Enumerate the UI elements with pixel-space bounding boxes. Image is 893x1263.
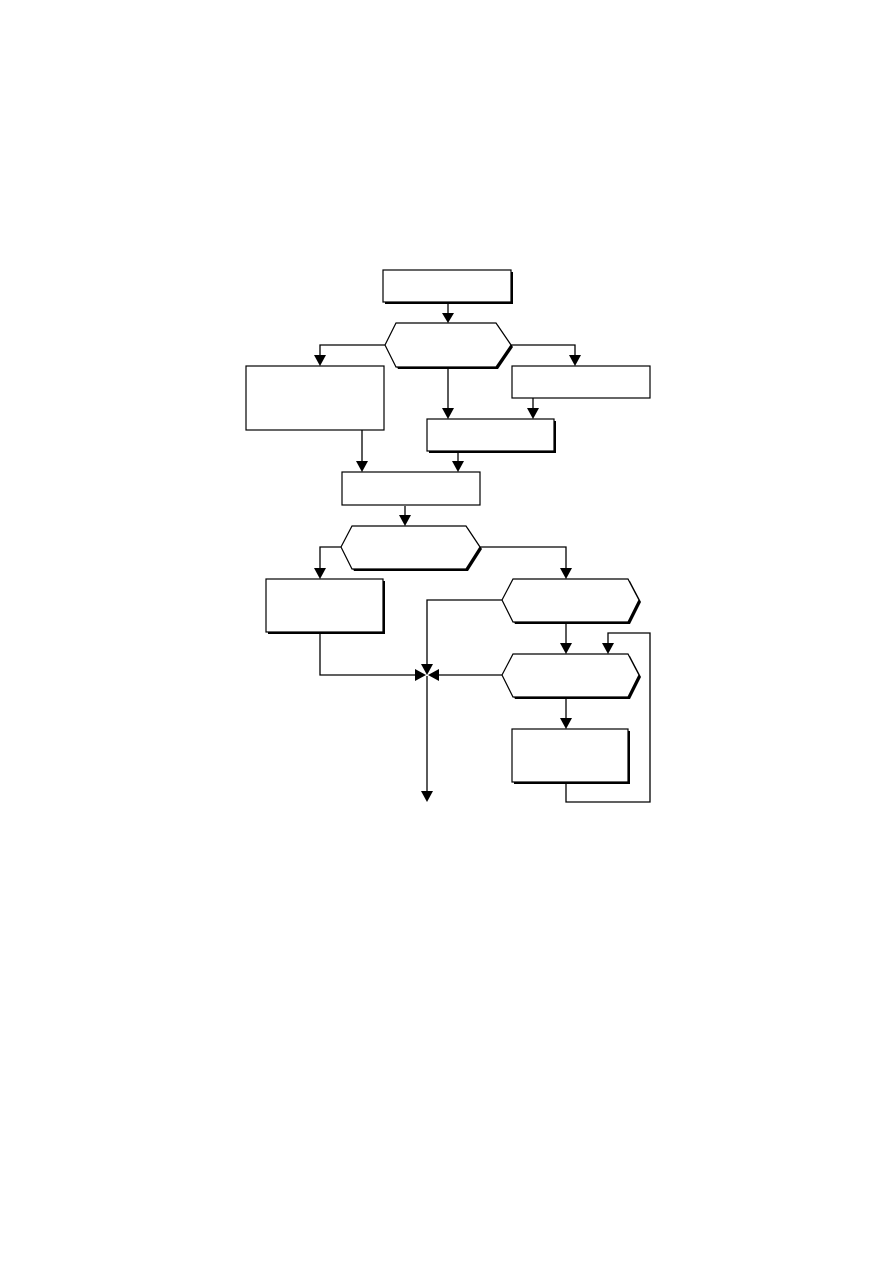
node-n1 (382, 269, 513, 304)
edge-n2-n3 (319, 344, 385, 356)
node-n7 (340, 525, 482, 571)
edge-n11-n10-loop (565, 632, 651, 803)
arrowhead (415, 669, 426, 681)
arrowhead (442, 408, 454, 419)
arrowhead (314, 355, 326, 366)
arrowhead (602, 643, 614, 654)
flowchart-edges (314, 303, 651, 803)
edge-n7-n8 (319, 546, 349, 569)
node-n2 (384, 322, 513, 369)
arrowhead (399, 515, 411, 526)
arrowhead (442, 313, 454, 323)
arrowhead (569, 355, 581, 366)
edge-n8-merge (319, 633, 416, 676)
arrowhead (428, 669, 439, 681)
arrowhead (421, 664, 433, 675)
node-n11 (511, 728, 630, 784)
node-n10 (501, 653, 641, 699)
arrowhead (314, 568, 326, 579)
arrowhead (560, 568, 572, 579)
node-n5 (426, 418, 556, 453)
edge-n9-merge (426, 599, 502, 665)
edge-n2-n4 (511, 344, 576, 356)
arrowhead (560, 643, 572, 654)
arrowhead (452, 461, 464, 472)
node-n9 (501, 578, 641, 624)
node-n6 (341, 471, 481, 506)
arrowhead (560, 718, 572, 729)
node-n4 (511, 365, 651, 399)
node-n3 (245, 365, 385, 431)
edge-n7-n9 (480, 546, 567, 569)
arrowhead (527, 408, 539, 419)
arrowhead (356, 461, 368, 472)
arrowhead (421, 791, 433, 802)
flowchart-nodes (245, 269, 651, 784)
node-n8 (265, 578, 385, 634)
